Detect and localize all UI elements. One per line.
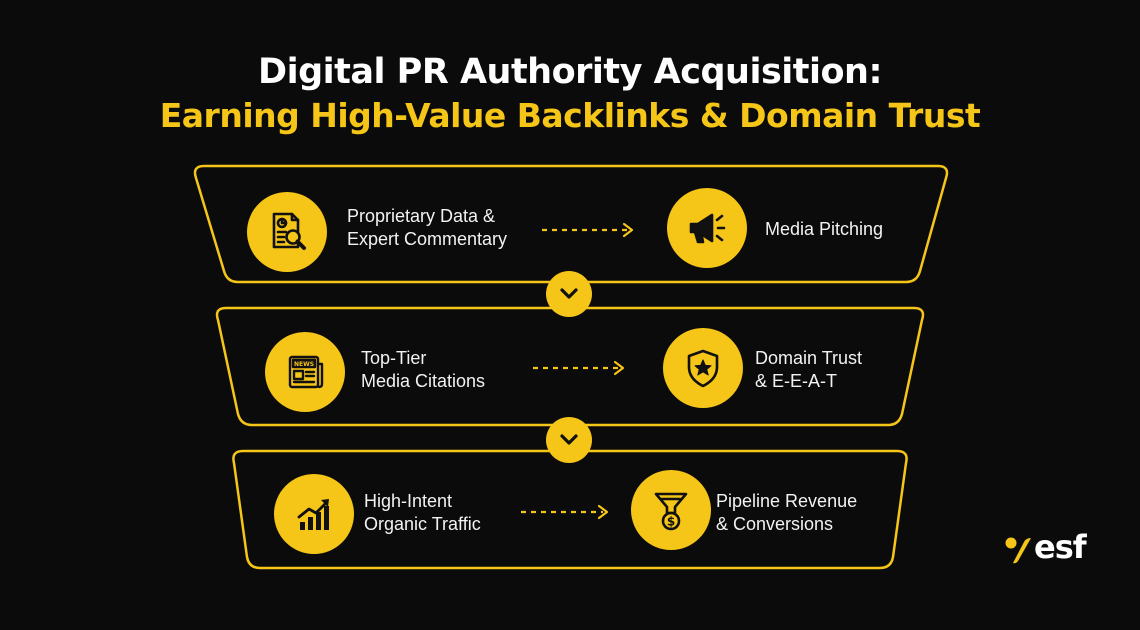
tier-2-frame (215, 306, 925, 427)
chevron-down-icon (546, 417, 592, 463)
growth-chart-icon (274, 474, 354, 554)
tier-1-frame (193, 164, 949, 284)
tier-3-right-line-2: & Conversions (716, 514, 834, 534)
svg-text:$: $ (667, 515, 675, 529)
tier-1-right-line-1: Media Pitching (765, 219, 884, 239)
tier-3-left-line-1: High-Intent (364, 491, 453, 511)
tier-1-left-line-1: Proprietary Data & (347, 206, 496, 226)
funnel-dollar-icon: $ (631, 470, 711, 550)
newspaper-icon: NEWS (265, 332, 345, 412)
svg-text:NEWS: NEWS (294, 361, 314, 368)
tier-3-right-label: Pipeline Revenue & Conversions (716, 490, 857, 536)
tier-2-arrow (533, 360, 625, 376)
tier-2-right-label: Domain Trust & E-E-A-T (755, 347, 862, 393)
tier-2-left-label: Top-Tier Media Citations (361, 347, 485, 393)
tier-1-right-label: Media Pitching (765, 218, 883, 241)
tier-2-right-line-2: & E-E-A-T (755, 371, 838, 391)
tier-3-frame (232, 449, 908, 570)
shield-star-icon (663, 328, 743, 408)
tier-1-arrow (542, 222, 634, 238)
title-line-1: Digital PR Authority Acquisition: (258, 52, 882, 92)
tier-3-left-label: High-Intent Organic Traffic (364, 490, 481, 536)
chevron-down-icon (546, 271, 592, 317)
title-line-2: Earning High-Value Backlinks & Domain Tr… (159, 96, 981, 135)
tier-3-arrow (521, 504, 609, 520)
logo-text: esf (1034, 528, 1087, 566)
brand-logo: esf (1004, 528, 1100, 570)
megaphone-icon (667, 188, 747, 268)
tier-3-left-line-2: Organic Traffic (364, 514, 481, 534)
tier-1-left-line-2: Expert Commentary (347, 229, 508, 249)
tier-2-left-line-1: Top-Tier (361, 348, 427, 368)
tier-2-right-line-1: Domain Trust (755, 348, 863, 368)
tier-3-right-line-1: Pipeline Revenue (716, 491, 858, 511)
tier-2-left-line-2: Media Citations (361, 371, 486, 391)
report-magnifier-icon (247, 192, 327, 272)
tier-1-left-label: Proprietary Data & Expert Commentary (347, 205, 507, 251)
logo-mark-icon (1005, 537, 1031, 564)
